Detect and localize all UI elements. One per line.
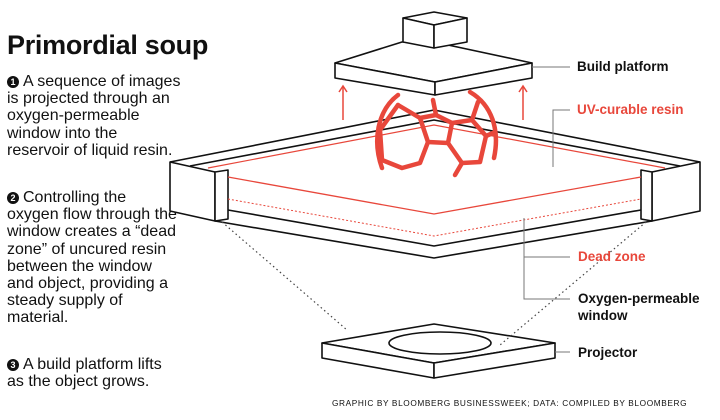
resin-back-line [207,124,666,169]
leader-uv-resin [552,109,570,167]
resin-surface-line [227,176,642,215]
dead-zone-line [227,198,642,237]
lift-arrows [338,84,528,120]
label-build-platform: Build platform [577,59,669,74]
build-platform [334,11,533,96]
step-number-badge: 3 [7,359,19,371]
resin-lines [207,124,666,237]
reservoir-right-block [651,161,701,222]
printed-object [375,89,499,178]
label-oxygen-permeable-window: Oxygen-permeable window [578,290,718,324]
arrow-up-icon [338,84,348,120]
projector-lens [388,331,492,355]
reservoir-right-block-side [640,169,653,222]
reservoir-left-block [169,161,216,222]
projector-right [433,342,556,379]
step-1-text: A sequence of images is projected throug… [7,73,181,159]
reservoir-back-rim-inner [189,119,681,167]
step-number-badge: 2 [7,192,19,204]
label-projector: Projector [578,345,638,360]
label-oxygen-line1: Oxygen-permeable [578,291,700,306]
platform-block-right [433,17,468,49]
arrow-up-icon [518,84,528,120]
window-bottom-edge [214,220,653,259]
label-dead-zone: Dead zone [578,249,646,264]
step-2-text: Controlling the oxygen flow through the … [7,189,177,327]
platform-slab-right [434,62,533,96]
leader-oxygen-window [523,236,570,300]
leader-lines [523,66,570,353]
reservoir [169,109,701,259]
projection-lines [221,221,647,346]
page-title: Primordial soup [7,30,209,60]
step-3-text: A build platform lifts as the object gro… [7,356,162,391]
label-uv-curable-resin: UV-curable resin [577,102,684,117]
reservoir-left-block-side [214,169,229,222]
label-oxygen-line2: window [578,308,628,323]
credit-line: GRAPHIC BY BLOOMBERG BUSINESSWEEK; DATA:… [332,398,688,408]
window-top-edge [227,209,642,247]
projector [321,323,556,379]
step-number-badge: 1 [7,76,19,88]
